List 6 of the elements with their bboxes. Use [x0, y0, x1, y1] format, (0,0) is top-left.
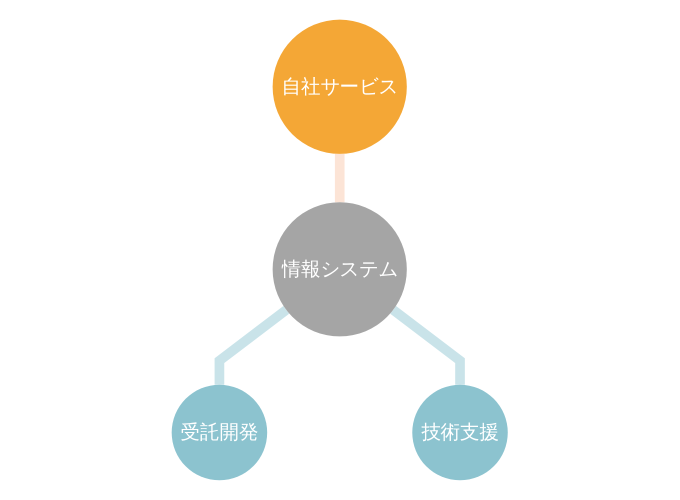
connector: [390, 306, 466, 385]
connector: [214, 306, 290, 385]
node-circle: 自社サービス: [272, 20, 408, 154]
connector: [335, 154, 345, 202]
node-circle: 技術支援: [412, 384, 508, 480]
node-circle: 受託開発: [172, 384, 268, 480]
